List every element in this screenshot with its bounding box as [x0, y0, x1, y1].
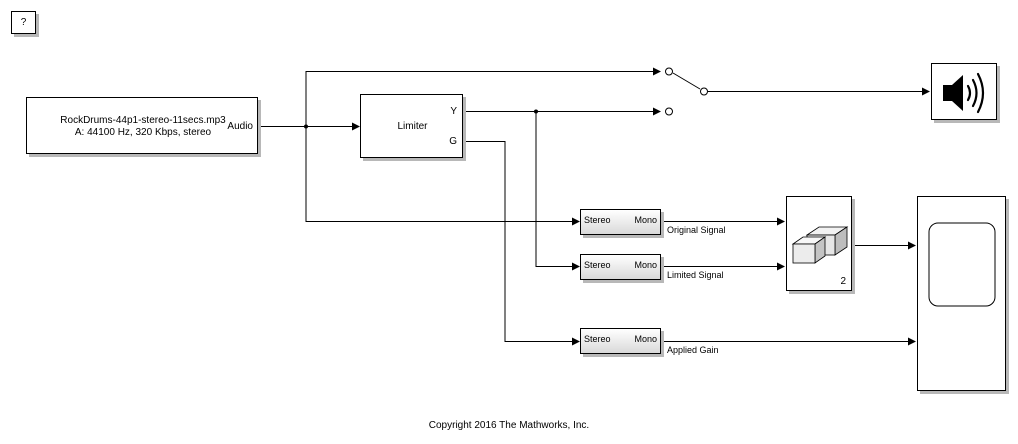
stereo-to-mono-limited[interactable]: Stereo Mono: [580, 254, 661, 280]
audio-device-writer-block[interactable]: [931, 63, 997, 120]
wire-limiter-g-to-gain-s2m[interactable]: [463, 141, 580, 346]
mono-out-label: Mono: [634, 334, 657, 344]
audio-file-reader-block[interactable]: RockDrums-44p1-stereo-11secs.mp3 A: 4410…: [26, 97, 258, 154]
speaker-icon: [943, 72, 985, 114]
concatenate-icon: [791, 226, 849, 264]
stereo-in-label: Stereo: [584, 334, 611, 344]
branch-point: [304, 124, 308, 129]
scope-icon: [928, 222, 996, 307]
wire-audio-to-original-s2m[interactable]: [305, 126, 580, 226]
source-file-name: RockDrums-44p1-stereo-11secs.mp3: [60, 115, 226, 126]
manual-switch[interactable]: [665, 67, 708, 116]
switch-contact-bottom[interactable]: [665, 107, 673, 116]
signal-label-limited: Limited Signal: [667, 270, 724, 280]
signal-label-original: Original Signal: [667, 225, 726, 235]
audio-output-port-label: Audio: [227, 121, 253, 132]
stereo-in-label: Stereo: [584, 260, 611, 270]
switch-pivot[interactable]: [700, 87, 708, 96]
copyright-text: Copyright 2016 The Mathworks, Inc.: [428, 420, 590, 431]
wire-audio-to-switch[interactable]: [305, 67, 661, 127]
stereo-in-label: Stereo: [584, 215, 611, 225]
limiter-label: Limiter: [397, 121, 428, 132]
concatenate-block[interactable]: 2: [786, 196, 852, 291]
stereo-to-mono-gain[interactable]: Stereo Mono: [580, 328, 661, 354]
wire-limiter-y-to-limited-s2m[interactable]: [535, 111, 580, 271]
limiter-y-port-label: Y: [450, 106, 457, 117]
limiter-g-port-label: G: [449, 136, 457, 147]
switch-contact-top[interactable]: [665, 67, 673, 76]
time-scope-block[interactable]: [917, 196, 1006, 391]
source-file-info: A: 44100 Hz, 320 Kbps, stereo: [74, 127, 212, 138]
mono-out-label: Mono: [634, 260, 657, 270]
help-button[interactable]: ?: [11, 11, 36, 34]
mono-out-label: Mono: [634, 215, 657, 225]
signal-label-applied-gain: Applied Gain: [667, 345, 719, 355]
manual-switch-lever[interactable]: [672, 72, 701, 90]
concatenate-inputs-count: 2: [840, 276, 846, 287]
stereo-to-mono-original[interactable]: Stereo Mono: [580, 209, 661, 235]
limiter-block[interactable]: Limiter Y G: [360, 94, 463, 158]
branch-point: [534, 109, 538, 114]
